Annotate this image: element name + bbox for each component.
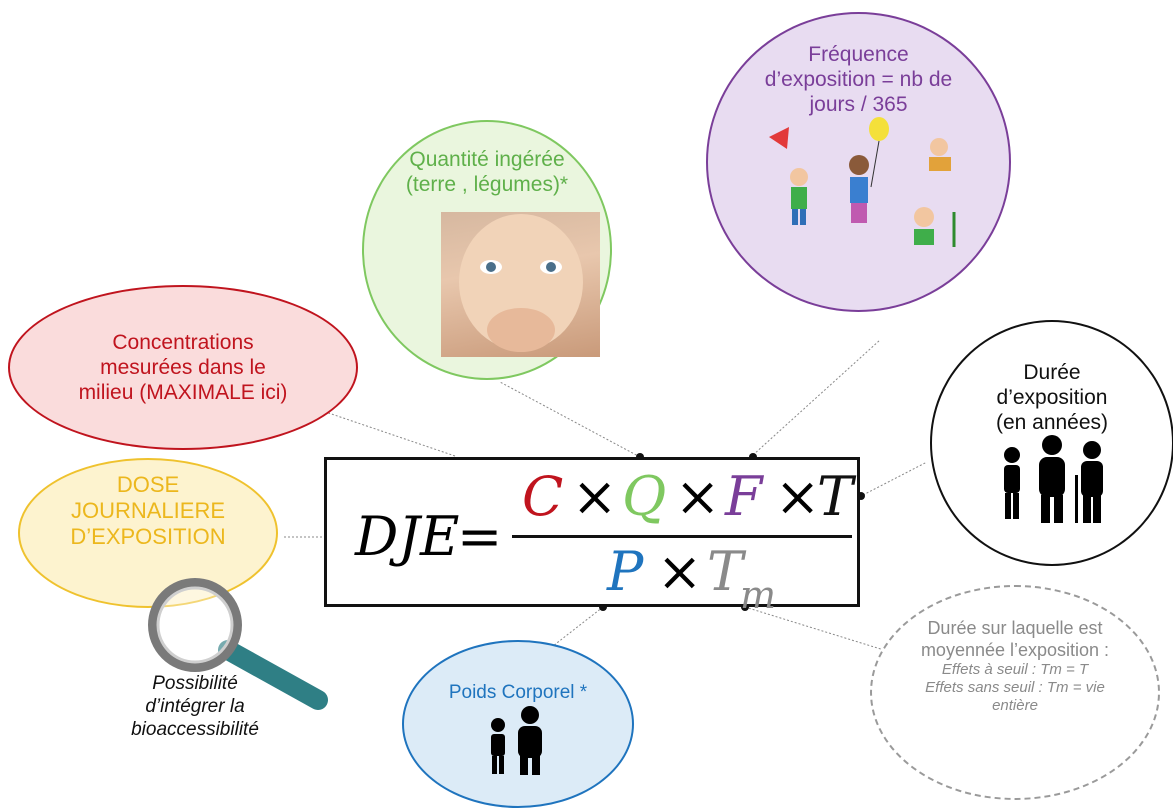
formula-var-p: P	[607, 540, 644, 603]
fraction-bar	[512, 535, 852, 538]
mean-duration-bubble: Durée sur laquelle est moyennée l’exposi…	[870, 585, 1160, 800]
formula-times-1: ×	[572, 465, 618, 528]
child-photo	[441, 212, 600, 357]
connector-frequency	[752, 339, 881, 456]
formula-times-3: ×	[775, 465, 821, 528]
dose-bubble: DOSE JOURNALIERE D’EXPOSITION	[18, 458, 278, 608]
formula-var-tm: T	[707, 540, 744, 603]
family-silhouette-icon	[1004, 435, 1103, 523]
children-playing-icon	[768, 117, 955, 247]
weight-label: Poids Corporel *	[448, 682, 588, 703]
formula-lhs: DJE	[355, 505, 460, 568]
formula-equals: =	[457, 505, 503, 568]
connector-duration	[862, 461, 928, 496]
formula-times-4: ×	[657, 540, 703, 603]
concentration-bubble: Concentrations mesurées dans le milieu (…	[8, 285, 358, 450]
formula-subscript-m: m	[740, 573, 777, 617]
connector-quantity	[499, 381, 641, 458]
dose-label: DOSE JOURNALIERE D’EXPOSITION	[70, 472, 226, 549]
frequency-label: Fréquence d’exposition = nb de jours / 3…	[764, 43, 953, 116]
formula-times-2: ×	[675, 465, 721, 528]
mean-duration-detail: Effets à seuil : Tm = T Effets sans seui…	[925, 661, 1105, 714]
formula-var-f: F	[725, 465, 763, 528]
duration-bubble: Durée d’exposition (en années)	[930, 320, 1173, 566]
adult-child-silhouette-icon	[491, 706, 542, 775]
frequency-bubble: Fréquence d’exposition = nb de jours / 3…	[706, 12, 1011, 312]
concentration-label: Concentrations mesurées dans le milieu (…	[78, 331, 288, 404]
connector-weight	[552, 606, 604, 647]
bioaccessibility-note: Possibilité d’intégrer la bioaccessibili…	[131, 673, 259, 740]
formula-var-t: T	[817, 465, 854, 528]
formula-var-q: Q	[622, 465, 667, 528]
connector-concentration	[304, 404, 456, 457]
quantity-label: Quantité ingérée (terre , légumes)*	[405, 148, 569, 196]
connector-mean-duration	[744, 606, 901, 656]
mean-duration-title: Durée sur laquelle est moyennée l’exposi…	[920, 618, 1110, 660]
dje-formula: DJE = C × Q × F × T P × T m	[324, 457, 860, 617]
duration-label: Durée d’exposition (en années)	[995, 361, 1109, 434]
formula-var-c: C	[522, 465, 564, 528]
weight-bubble: Poids Corporel *	[402, 640, 634, 808]
